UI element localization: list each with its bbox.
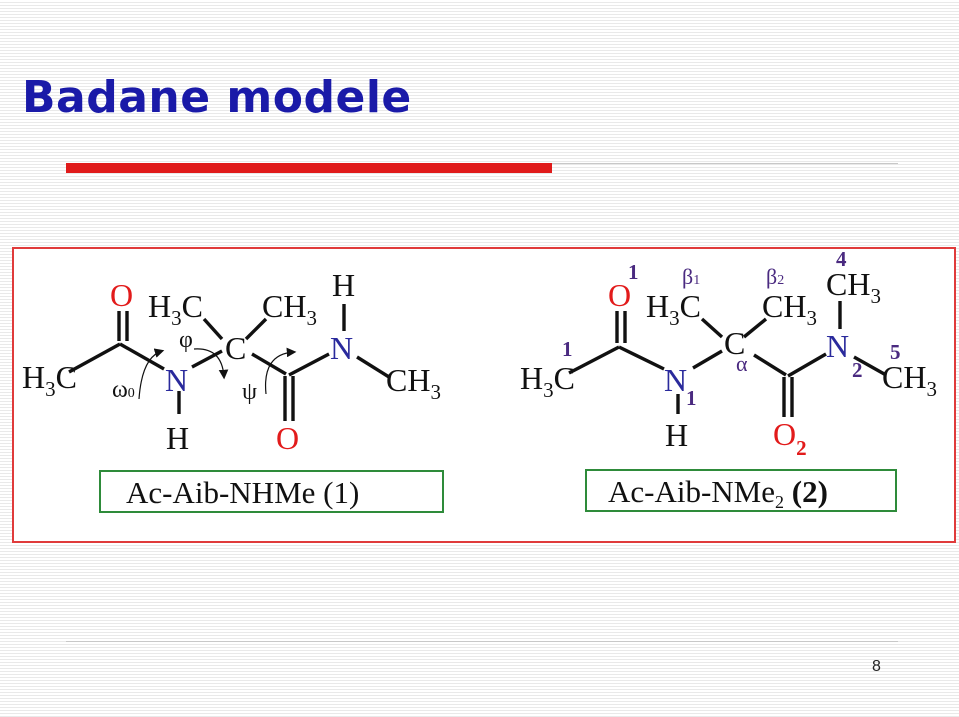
bond bbox=[202, 317, 224, 341]
psi-label: ψ bbox=[242, 379, 257, 405]
atom-hydrogen: H bbox=[166, 420, 189, 456]
molecule-1-name-box bbox=[99, 470, 444, 513]
atom-nitrogen-right: N bbox=[330, 330, 353, 366]
slide-title: Badane modele bbox=[22, 72, 412, 123]
atom-methyl-a: H3C bbox=[148, 288, 203, 330]
page-number: 8 bbox=[872, 658, 881, 675]
atom-carbon-alpha: C bbox=[225, 330, 246, 366]
alpha-label: α bbox=[736, 351, 748, 376]
bond bbox=[618, 345, 665, 371]
atom-methyl-b2: CH3 bbox=[762, 288, 817, 330]
molecule-1: O H3C N H H3C CH3 C O N H CH3 ω0 φ ψ Ac-… bbox=[22, 267, 444, 513]
psi-arrow bbox=[264, 347, 297, 395]
atom-nitrogen: N bbox=[165, 362, 188, 398]
bond bbox=[787, 352, 827, 378]
nitrogen-1-number: 1 bbox=[686, 386, 697, 410]
title-accent-bar bbox=[66, 163, 552, 173]
molecule-2-bonds bbox=[568, 301, 887, 417]
molecule-2-name: Ac-Aib-NMe2 (2) bbox=[608, 474, 828, 512]
atom-methyl-left: H3C bbox=[22, 359, 77, 401]
atom-oxygen: O bbox=[110, 277, 133, 313]
molecule-diagram: O H3C N H H3C CH3 C O N H CH3 ω0 φ ψ Ac-… bbox=[22, 249, 937, 513]
bond bbox=[568, 345, 620, 375]
bond bbox=[244, 317, 268, 341]
bond bbox=[288, 352, 330, 377]
title-rule bbox=[552, 163, 898, 164]
atom-methyl-5: CH3 bbox=[882, 359, 937, 401]
bond bbox=[251, 352, 287, 376]
atom-hydrogen: H bbox=[665, 417, 688, 453]
nitrogen-2-number: 2 bbox=[852, 358, 863, 382]
atom-hydrogen-right: H bbox=[332, 267, 355, 303]
atom-methyl-b1: H3C bbox=[646, 288, 701, 330]
bond bbox=[753, 353, 787, 377]
bond bbox=[853, 355, 887, 377]
atom-nitrogen-1: N bbox=[664, 362, 687, 398]
omega-label: ω0 bbox=[112, 377, 135, 403]
beta1-label: β1 bbox=[682, 264, 700, 289]
bond bbox=[68, 342, 121, 374]
atom-oxygen-2: O2 bbox=[773, 416, 807, 460]
methyl-5-number: 5 bbox=[890, 340, 901, 364]
atom-oxygen-lower: O bbox=[276, 420, 299, 456]
methyl-4-number: 4 bbox=[836, 249, 847, 271]
omega-arrow bbox=[138, 348, 165, 400]
molecule-1-name: Ac-Aib-NHMe (1) bbox=[126, 475, 359, 510]
bond bbox=[692, 349, 723, 370]
atom-nitrogen-2: N bbox=[826, 328, 849, 364]
atom-oxygen-1: O bbox=[608, 277, 631, 313]
bond bbox=[700, 317, 724, 339]
bond bbox=[742, 317, 768, 339]
molecule-2-name-box bbox=[585, 469, 897, 512]
bond bbox=[191, 349, 223, 369]
atom-methyl-4: CH3 bbox=[826, 266, 881, 308]
atom-oxygen-1-number: 1 bbox=[628, 260, 639, 284]
atom-methyl-left: H3C bbox=[520, 360, 575, 402]
phi-arrow bbox=[193, 348, 229, 380]
atom-methyl-right: CH3 bbox=[386, 362, 441, 404]
beta2-label: β2 bbox=[766, 264, 784, 289]
molecule-1-arrows bbox=[138, 347, 297, 400]
bond bbox=[356, 355, 390, 379]
molecule-2: O 1 H3C 1 N 1 H H3C β1 CH3 β2 C α O2 N 2… bbox=[520, 249, 937, 512]
bond bbox=[119, 342, 165, 371]
atom-methyl-b: CH3 bbox=[262, 288, 317, 330]
molecule-1-bonds bbox=[68, 304, 390, 421]
methyl-left-number: 1 bbox=[562, 337, 573, 361]
phi-label: φ bbox=[179, 327, 193, 353]
atom-carbon-alpha: C bbox=[724, 325, 745, 361]
molecule-figure: O H3C N H H3C CH3 C O N H CH3 ω0 φ ψ Ac-… bbox=[12, 247, 956, 543]
footer-rule bbox=[66, 641, 898, 642]
